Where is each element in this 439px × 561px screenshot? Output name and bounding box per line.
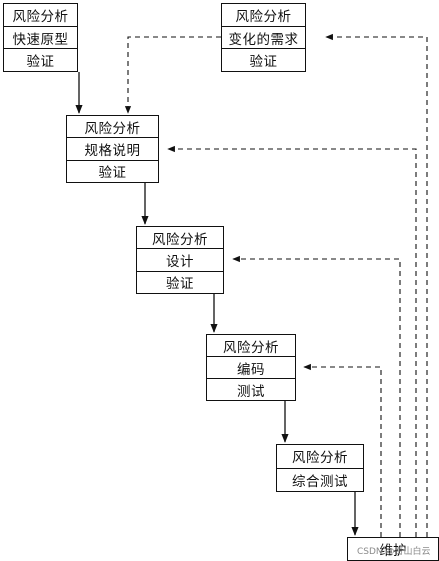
changing-requirements-verify-label: 验证 [249,54,278,71]
watermark-text: CSDN @青山白云 [357,547,431,557]
specification-verify-label: 验证 [98,165,127,182]
feedback-arrow-requirements-to-spec [124,36,221,114]
specification-box: 风险分析 规格说明 验证 [66,115,159,183]
feedback-arrow-maintenance-to-requirements [325,33,428,537]
design-main-label: 设计 [137,249,223,272]
coding-box: 风险分析 编码 测试 [206,334,296,401]
rapid-prototype-main-label: 快速原型 [4,27,77,50]
coding-main-label: 编码 [207,357,295,379]
design-verify-label: 验证 [166,276,194,293]
rapid-prototype-risk-label: 风险分析 [4,4,77,27]
changing-requirements-box: 风险分析 变化的需求 验证 [221,3,306,72]
feedback-arrow-maintenance-to-spec [167,145,417,537]
integration-test-main-label: 综合测试 [292,473,348,490]
feedback-arrow-maintenance-to-design [232,255,401,537]
changing-requirements-risk-label: 风险分析 [222,4,305,27]
rapid-prototype-box: 风险分析 快速原型 验证 [3,3,78,72]
integration-test-risk-label: 风险分析 [277,445,363,469]
design-risk-label: 风险分析 [137,227,223,250]
feedback-arrow-maintenance-to-coding [303,363,382,537]
maintenance-label: 维护 [379,543,407,559]
changing-requirements-main-label: 变化的需求 [222,27,305,50]
specification-risk-label: 风险分析 [67,116,158,139]
specification-main-label: 规格说明 [67,138,158,161]
rapid-prototype-verify-label: 验证 [26,54,55,71]
design-box: 风险分析 设计 验证 [136,226,224,294]
integration-test-box: 风险分析 综合测试 [276,444,364,492]
coding-verify-label: 测试 [237,383,265,400]
coding-risk-label: 风险分析 [207,335,295,357]
